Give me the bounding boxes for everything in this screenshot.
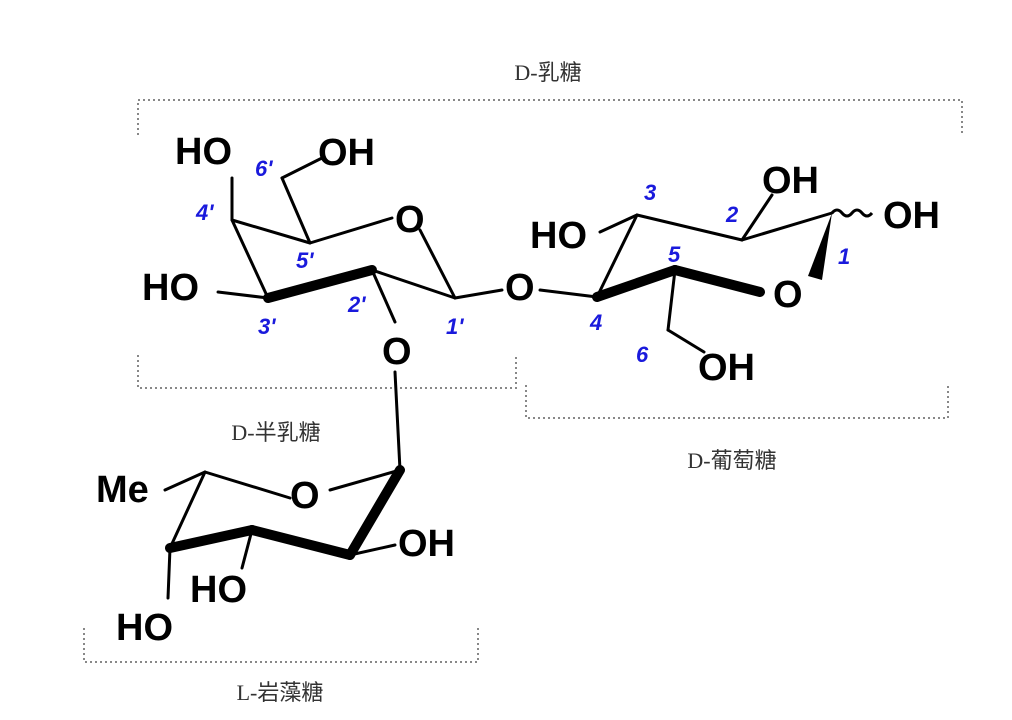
num-3: 3 bbox=[644, 180, 656, 205]
galactose-label: D-半乳糖 bbox=[231, 420, 320, 445]
num-5: 5 bbox=[668, 242, 681, 267]
num-1: 1 bbox=[838, 244, 850, 269]
num-4: 4 bbox=[589, 310, 602, 335]
num-6p: 6' bbox=[255, 156, 273, 181]
num-1p: 1' bbox=[446, 314, 464, 339]
atom-oh-fuc: OH bbox=[398, 523, 455, 565]
lactose-label: D-乳糖 bbox=[514, 60, 581, 85]
num-2p: 2' bbox=[347, 292, 366, 317]
fucose-ring bbox=[163, 370, 405, 600]
fucose-bracket bbox=[83, 628, 479, 663]
atom-oh-glc1: OH bbox=[883, 195, 940, 237]
atom-me: Me bbox=[96, 469, 149, 511]
glucose-label: D-葡萄糖 bbox=[687, 448, 776, 473]
num-3p: 3' bbox=[258, 314, 276, 339]
num-5p: 5' bbox=[296, 248, 314, 273]
atom-ho-3p: HO bbox=[142, 267, 199, 309]
atom-ho-fuc-mid: HO bbox=[190, 569, 247, 611]
glucose-ring bbox=[538, 193, 874, 354]
galactose-ring bbox=[216, 156, 504, 324]
atom-o-link: O bbox=[505, 267, 535, 309]
atom-o-ring-glc: O bbox=[773, 274, 803, 316]
atom-o-2p: O bbox=[382, 331, 412, 373]
atom-o-ring-fuc: O bbox=[290, 475, 320, 517]
galactose-bracket bbox=[137, 355, 517, 389]
glucose-bracket bbox=[525, 385, 949, 419]
num-4p: 4' bbox=[195, 200, 214, 225]
atom-o-ring-gal: O bbox=[395, 199, 425, 241]
num-2: 2 bbox=[725, 202, 739, 227]
lactose-bracket bbox=[137, 99, 963, 135]
atom-ho-fuc-low: HO bbox=[116, 607, 173, 649]
atom-oh-glc2: OH bbox=[762, 160, 819, 202]
num-6: 6 bbox=[636, 342, 649, 367]
fucose-label: L-岩藻糖 bbox=[237, 680, 324, 705]
atom-oh-6p: OH bbox=[318, 132, 375, 174]
atom-oh-glc6: OH bbox=[698, 347, 755, 389]
atom-ho-glc3: HO bbox=[530, 215, 587, 257]
atom-ho-4p: HO bbox=[175, 131, 232, 173]
